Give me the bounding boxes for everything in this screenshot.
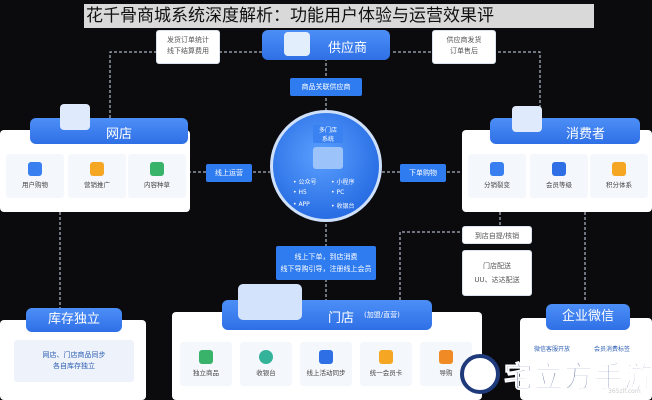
store-tile-activity-sync: 线上活动同步 [300,342,352,386]
consumer-tile-label: 会员等级 [546,181,572,189]
store-flow-chip: 线上下单，到店消费 线下导购引导，注册线上会员 [276,246,376,280]
watermark: 宅立方手游网 365zlf.com [460,352,652,398]
store-node: 门店 (加盟/直营) [222,284,432,330]
inventory-desc-line-1: 网店、门店商品同步 [42,351,106,359]
consumer-tile-label: 积分体系 [606,181,632,189]
store-tag: (加盟/直营) [364,311,400,319]
shop-tile-label: 营销推广 [84,181,110,189]
supplier-icon [284,32,310,56]
supplier-left-line-2: 线下结算费用 [167,47,209,55]
cart-icon [28,162,42,176]
share-network-icon [490,162,504,176]
consumer-tile-member-level: 会员等级 [530,154,588,198]
consumer-to-supplier-line [392,51,541,118]
consumer-tile-label: 分销裂变 [484,181,510,189]
consumer-tile-points: 积分体系 [590,154,648,198]
store-flow-line-2: 线下导购引导，注册线上会员 [280,265,372,273]
consumer-icon [512,106,542,132]
watermark-text: 宅立方手游网 [503,360,652,395]
supplier-left-line-1: 发货订单统计 [167,36,209,44]
supplier-node: 供应商 [262,30,390,60]
supplier-right-line-2: 订单售后 [450,47,478,55]
hub-channel-mini-program: • 小程序 [331,179,355,186]
vip-card-icon [379,350,393,364]
inventory-node: 库存独立 [26,308,122,332]
store-label: 门店 [328,311,355,326]
hub-channel-h5: • H5 [293,189,307,196]
store-flow-line-1: 线上下单，到店消费 [294,253,358,261]
consumer-label: 消费者 [566,127,606,142]
online-ops-chip: 线上运营 [206,164,252,182]
store-building-icon [238,284,302,320]
store-tile-products: 独立商品 [180,342,232,386]
inventory-desc: 网店、门店商品同步 各自库存独立 [14,340,134,382]
coins-icon [612,162,626,176]
consumer-tile-distribution: 分销裂变 [468,154,526,198]
shop-tile-content: 内容种草 [128,154,186,198]
delivery-line-1: 门店配送 [483,262,511,270]
store-system-icon [313,147,343,169]
store-tile-member-card: 统一会员卡 [360,342,412,386]
store-tile-label: 导购 [439,369,453,377]
sprout-icon [150,162,164,176]
flag-icon [319,350,333,364]
supplier-right-note: 供应商发货 订单售后 [432,30,496,64]
wechat-card [520,318,652,400]
hub-channel-cashier: • 收银台 [331,203,355,210]
supplier-right-line-1: 供应商发货 [446,36,482,44]
watermark-url: 365zlf.com [608,388,641,395]
title-banner: 花千骨商城系统深度解析：功能用户体验与运营效果评 [84,4,594,28]
shop-tile-label: 内容种草 [144,181,170,189]
shop-node: 网店 [30,104,188,144]
store-tile-label: 收银台 [256,369,276,377]
shop-tile-label: 用户购物 [22,181,48,189]
supplier-link-chip: 商品关联供应商 [290,78,362,96]
store-tile-label: 线上活动同步 [306,369,346,377]
guide-icon [439,350,453,364]
store-tile-label: 独立商品 [193,369,219,377]
hub-label-line-1: 多门店 [318,127,337,134]
supplier-label: 供应商 [328,41,368,56]
wechat-line-2: 会员消费标签 [594,346,631,353]
store-tile-cashier: 收银台 [240,342,292,386]
consumer-to-store-line [399,212,501,300]
shop-label: 网店 [106,127,133,142]
cart-icon [60,104,90,130]
order-buy-chip: 下单购物 [400,164,446,182]
hub-channel-app: • APP [293,201,310,208]
delivery-line-2: UU、达达配送 [474,276,520,284]
consumer-node: 消费者 [490,106,640,144]
delivery-note: 门店配送 UU、达达配送 [462,250,532,296]
shop-tile-marketing: 营销推广 [68,154,126,198]
supplier-left-note: 发货订单统计 线下结算费用 [156,30,220,64]
multi-store-hub: 多门店 系统 • 公众号 • 小程序 • H5 • PC • APP • 收银台 [270,110,382,222]
cashier-icon [259,350,273,364]
hub-label: 多门店 系统 [313,125,343,143]
wechat-node: 企业微信 [546,304,630,330]
hub-channel-pc: • PC [331,189,345,196]
store-tile-label: 统一会员卡 [369,369,403,377]
hub-channel-wechat-official: • 公众号 [293,179,317,186]
pickup-note: 到店自提/核销 [462,226,532,244]
shop-tile-shopping: 用户购物 [6,154,64,198]
bag-icon [199,350,213,364]
hub-label-line-2: 系统 [321,136,334,143]
wechat-line-1: 微信客服开放 [534,346,571,353]
gift-icon [90,162,104,176]
inventory-desc-line-2: 各自库存独立 [53,362,95,370]
member-icon [552,162,566,176]
watermark-logo-icon [460,354,500,394]
